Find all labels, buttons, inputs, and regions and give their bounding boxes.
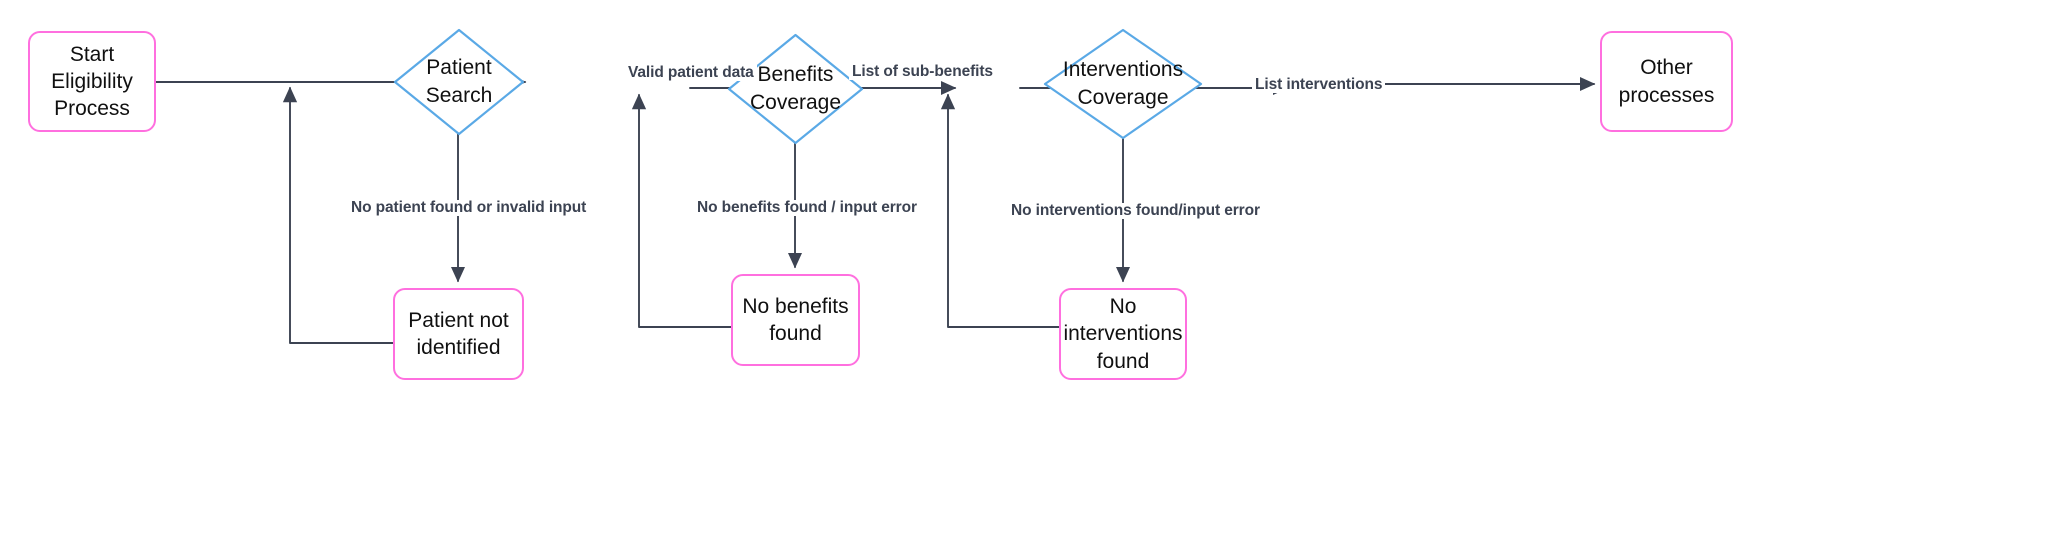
edge-no-interventions-found-feedback bbox=[940, 93, 1060, 328]
node-interventions-coverage[interactable]: Interventions Coverage bbox=[1043, 28, 1203, 140]
node-start-line-3: Process bbox=[54, 97, 130, 121]
node-patient-not-identified-line-2: identified bbox=[416, 336, 501, 359]
node-start-line-2: Eligibility bbox=[51, 69, 133, 93]
node-no-interventions-found-line-2: interventions bbox=[1063, 322, 1183, 346]
node-interventions-coverage-line-2: Coverage bbox=[1077, 86, 1169, 109]
node-no-interventions-found-line-3: found bbox=[1096, 349, 1150, 373]
node-no-interventions-found[interactable]: No interventions found bbox=[1059, 288, 1187, 380]
node-benefits-coverage-line-1: Benefits bbox=[757, 63, 834, 87]
edge-label-no-interventions-found: No interventions found/input error bbox=[1008, 203, 1263, 219]
node-no-interventions-found-line-1: No bbox=[1109, 295, 1137, 319]
node-no-benefits-found-line-1: No benefits bbox=[742, 294, 849, 318]
edge-label-no-patient-found: No patient found or invalid input bbox=[348, 200, 590, 216]
edge-label-no-benefits-found: No benefits found / input error bbox=[694, 200, 920, 216]
edge-label-list-of-sub-benefits: List of sub-benefits bbox=[849, 64, 996, 80]
edge-no-benefits-found-feedback bbox=[631, 93, 732, 328]
node-patient-search-line-1: Patient bbox=[426, 56, 492, 80]
edge-patient-not-identified-feedback bbox=[282, 86, 394, 344]
node-patient-search-line-2: Search bbox=[425, 84, 493, 107]
node-patient-search[interactable]: Patient Search bbox=[393, 28, 525, 136]
node-patient-not-identified[interactable]: Patient not identified bbox=[393, 288, 524, 380]
node-other-line-2: processes bbox=[1618, 83, 1715, 107]
edge-label-valid-patient-data: Valid patient data bbox=[625, 65, 757, 81]
diamond-shape-interventions-coverage bbox=[1043, 28, 1203, 140]
node-interventions-coverage-label: Interventions Coverage bbox=[1063, 56, 1183, 111]
node-benefits-coverage-label: Benefits Coverage bbox=[750, 61, 841, 116]
node-start-line-1: Start bbox=[69, 42, 115, 66]
node-patient-not-identified-line-1: Patient not bbox=[408, 308, 509, 332]
node-other-processes[interactable]: Other processes bbox=[1600, 31, 1733, 132]
node-no-benefits-found[interactable]: No benefits found bbox=[731, 274, 860, 366]
node-no-benefits-found-line-2: found bbox=[769, 322, 822, 345]
node-benefits-coverage[interactable]: Benefits Coverage bbox=[727, 33, 864, 145]
node-benefits-coverage-line-2: Coverage bbox=[749, 91, 842, 114]
node-interventions-coverage-line-1: Interventions bbox=[1062, 58, 1184, 82]
edge-label-list-interventions: List interventions bbox=[1252, 77, 1386, 93]
diamond-shape-patient-search bbox=[393, 28, 525, 136]
node-start-eligibility-process[interactable]: Start Eligibility Process bbox=[28, 31, 156, 132]
node-other-line-1: Other bbox=[1640, 56, 1693, 80]
node-patient-search-label: Patient Search bbox=[426, 54, 493, 109]
